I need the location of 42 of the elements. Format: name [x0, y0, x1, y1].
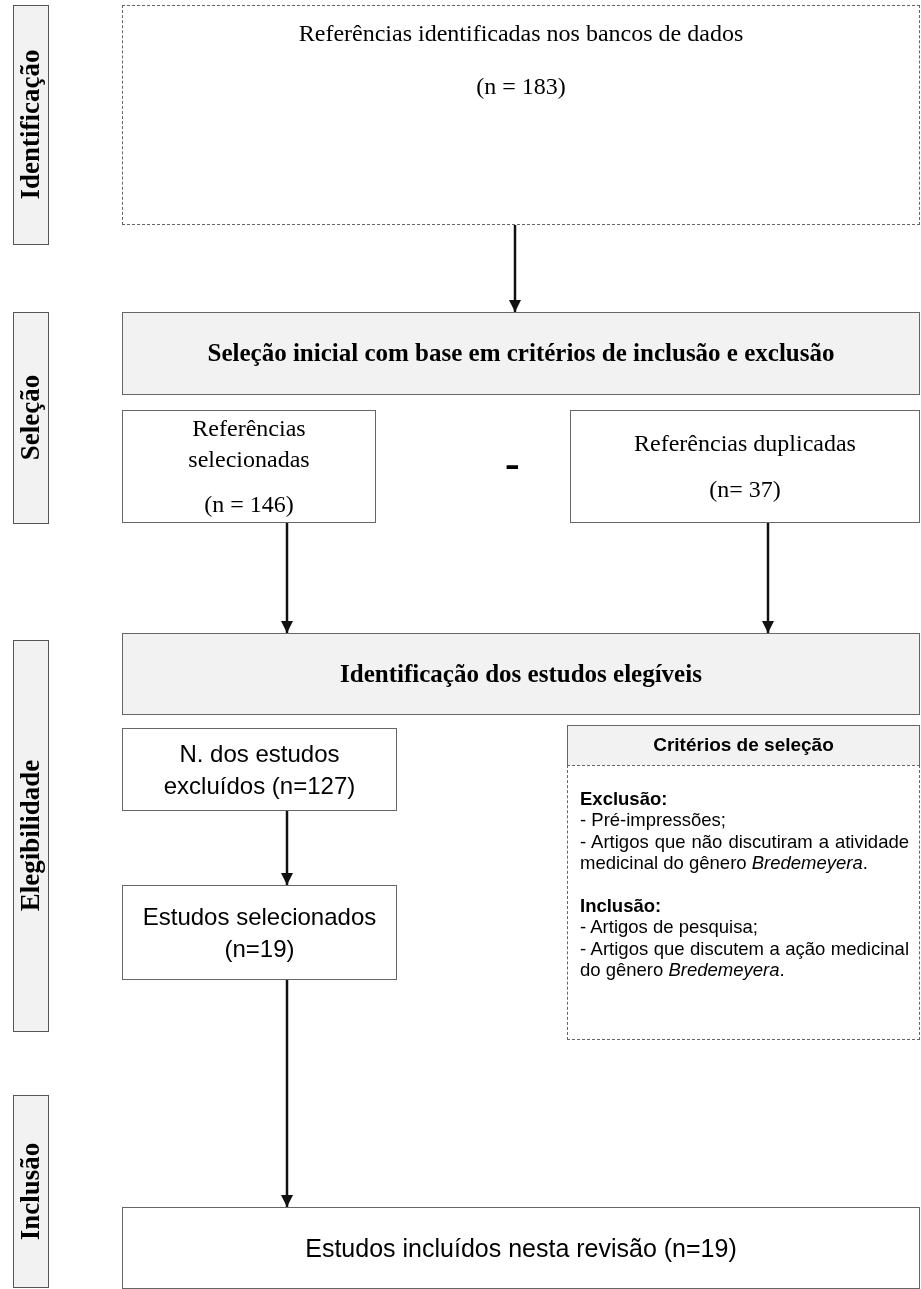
header-box — [567, 725, 920, 766]
minus-sign: - — [505, 438, 520, 489]
stage-label: Seleção — [14, 374, 47, 463]
criteria-text: - Artigos que discutem a ação medicinal do gênero Bredemeyera. — [580, 937, 909, 981]
criteria-text: - Pré-impressões; — [580, 809, 727, 831]
box-text: (n = 183) — [475, 72, 567, 102]
process-box — [122, 1207, 920, 1289]
process-box — [570, 410, 920, 523]
box-text: Identificação dos estudos elegíveis — [339, 658, 703, 689]
box-text: Critérios de seleção — [652, 733, 835, 758]
box-text: Estudos selecionados (n=19) — [141, 902, 378, 964]
criteria-box — [567, 765, 920, 1040]
process-box — [122, 885, 397, 980]
process-box — [122, 728, 397, 811]
process-box — [122, 5, 920, 225]
arrow — [761, 523, 775, 633]
arrow — [508, 225, 522, 312]
box-text: N. dos estudos excluídos (n=127) — [162, 739, 357, 801]
box-text: Seleção inicial com base em critérios de inclusão e exclusão — [206, 338, 836, 369]
header-box — [122, 312, 920, 395]
stage-label-box — [13, 5, 49, 245]
criteria-text: - Artigos que não discutiram a atividade medicinal do gênero Bredemeyera. — [580, 830, 909, 874]
criteria-text: - Artigos de pesquisa; — [580, 916, 759, 938]
header-box — [122, 633, 920, 715]
stage-label-box — [13, 1095, 49, 1288]
box-text: (n= 37) — [708, 474, 782, 504]
box-text: (n = 146) — [203, 490, 295, 520]
arrow — [280, 980, 294, 1207]
box-text: Referências duplicadas — [633, 429, 857, 459]
box-text: Referências selecionadas — [187, 413, 311, 474]
criteria-heading: Exclusão: — [580, 788, 669, 810]
arrow — [280, 523, 294, 633]
process-box — [122, 410, 376, 523]
stage-label: Identificação — [14, 49, 47, 202]
box-text: Referências identificadas nos bancos de dados — [297, 19, 745, 48]
criteria-heading: Inclusão: — [580, 895, 663, 917]
stage-label-box — [13, 312, 49, 524]
box-text: Estudos incluídos nesta revisão (n=19) — [304, 1232, 738, 1264]
stage-label: Elegibilidade — [14, 759, 47, 914]
stage-label: Inclusão — [14, 1141, 47, 1243]
stage-label-box — [13, 640, 49, 1032]
arrow — [280, 811, 294, 885]
